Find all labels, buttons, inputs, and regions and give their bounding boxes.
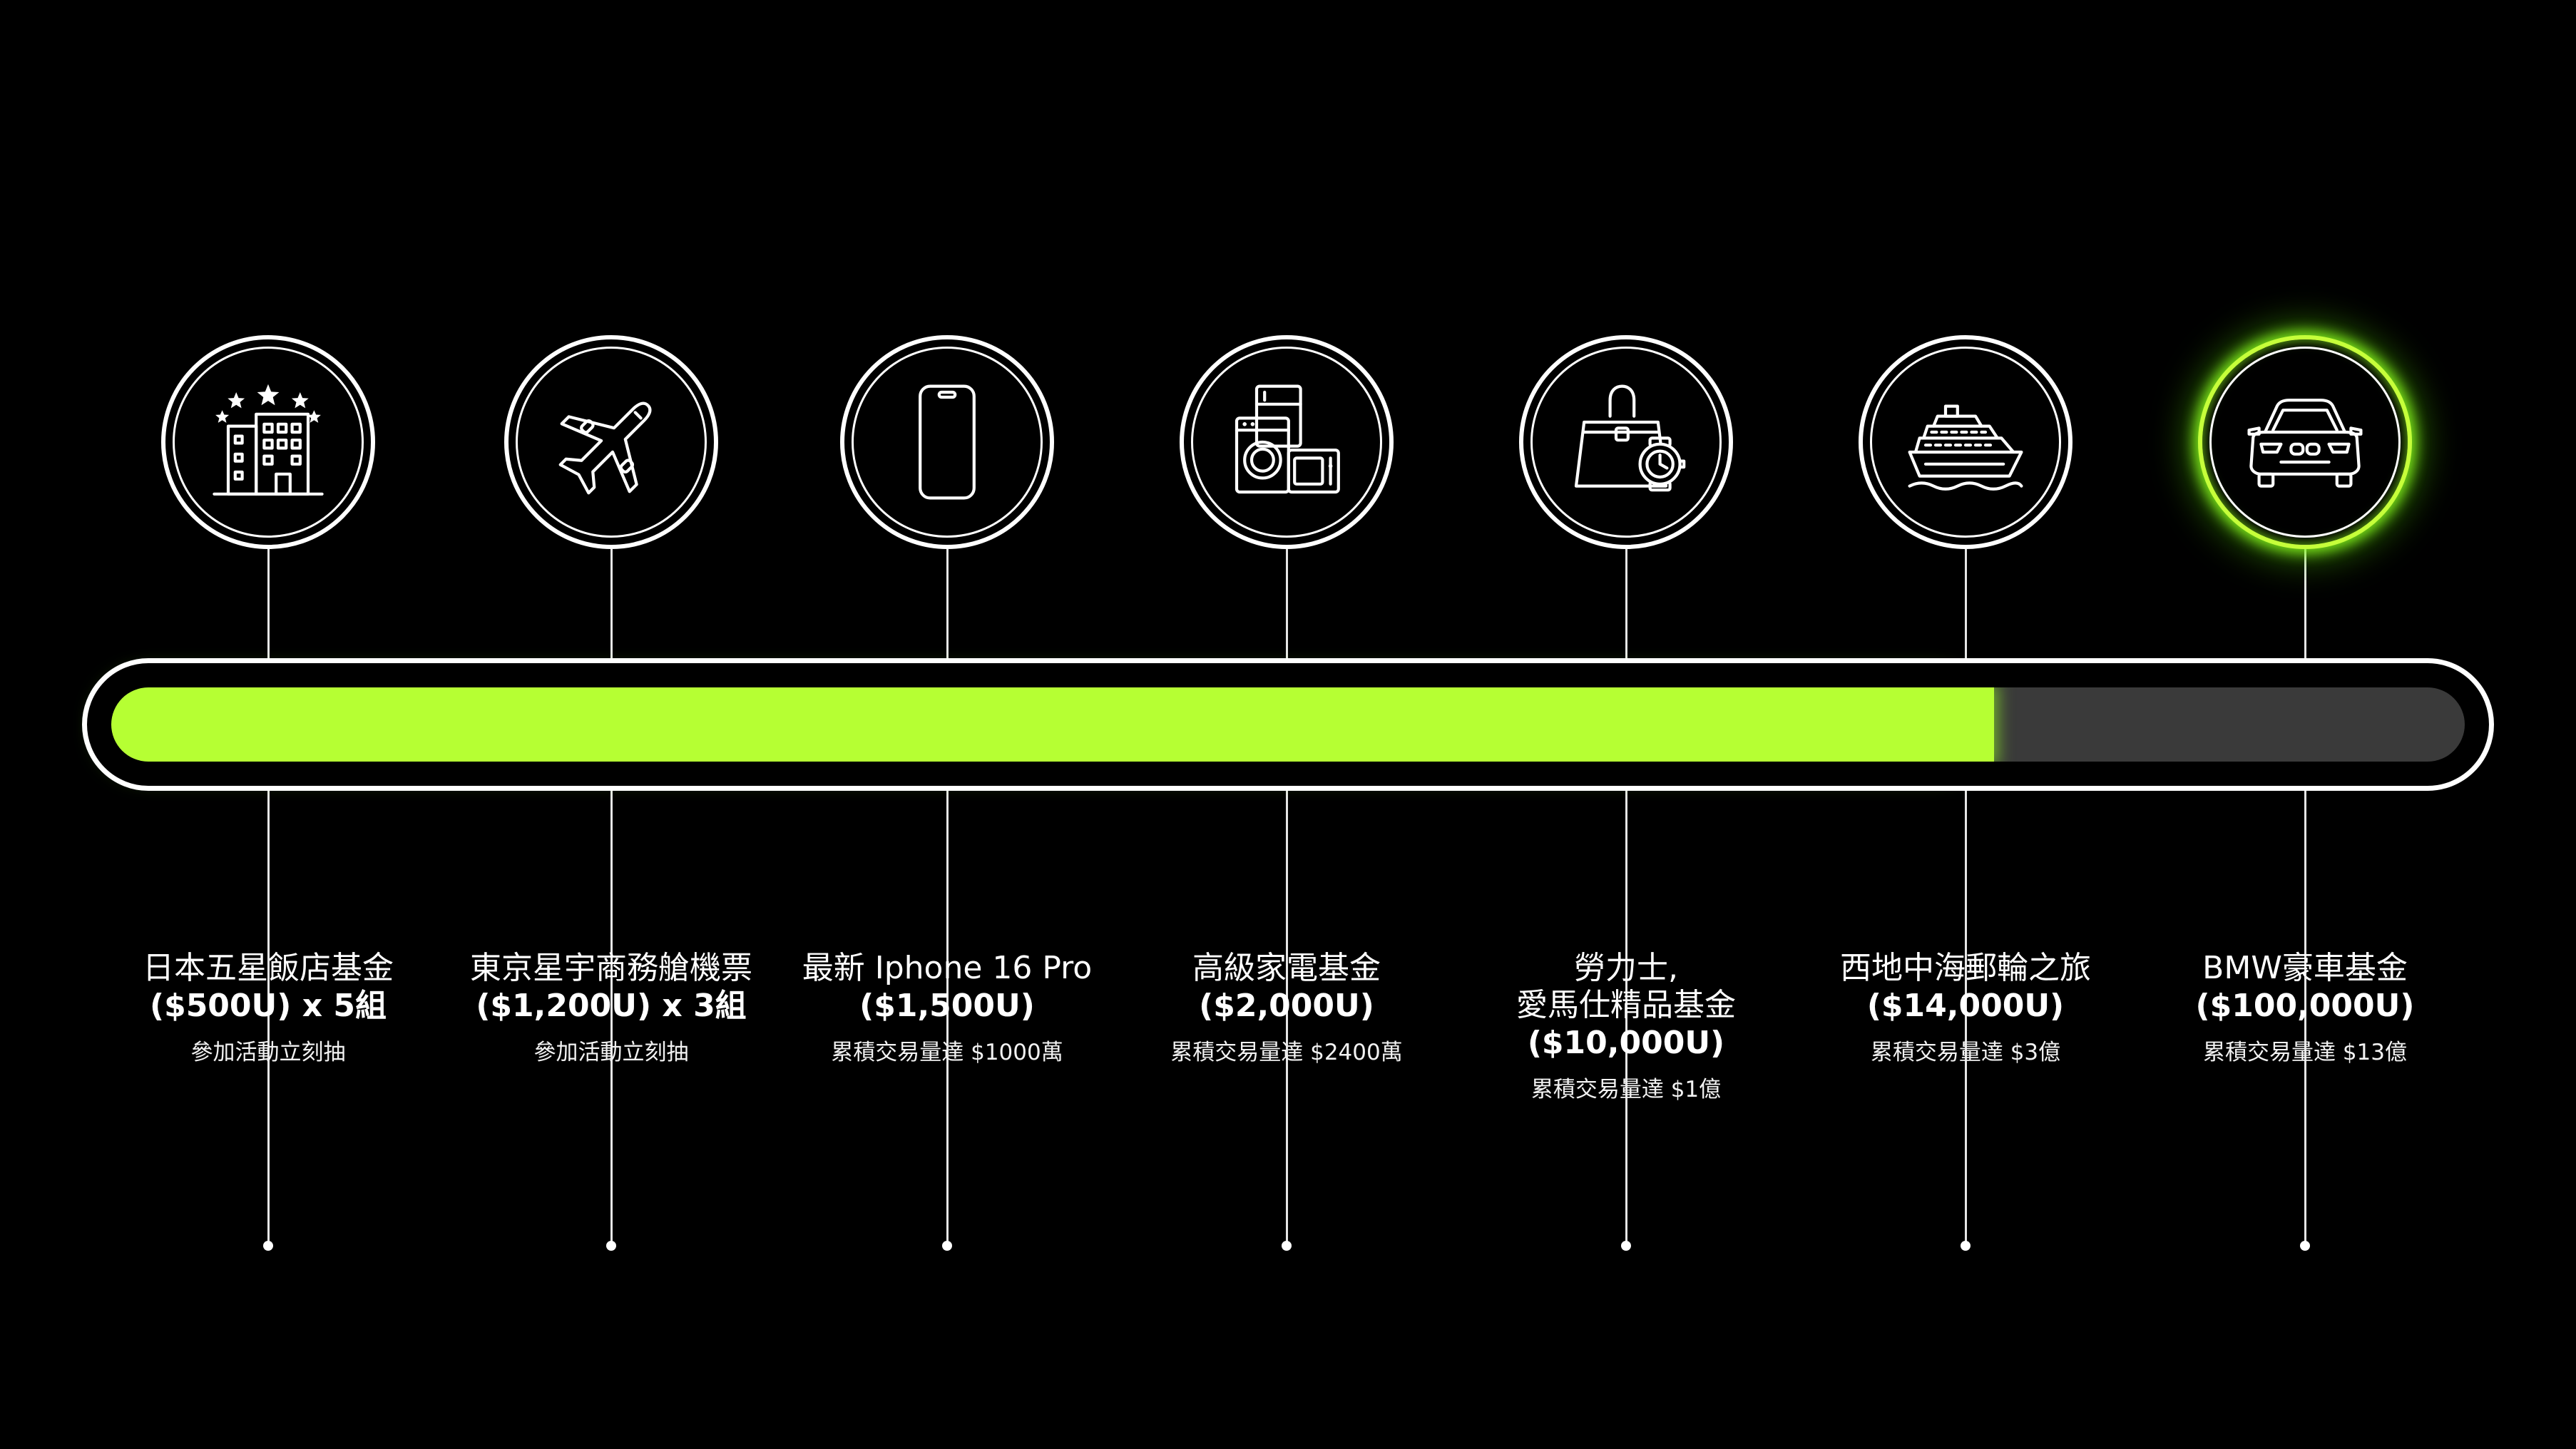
- prize-value: ($100,000U): [2195, 988, 2415, 1024]
- connector-dot: [606, 1241, 616, 1251]
- milestone-car: BMW豪車基金 ($100,000U) 累積交易量達 $13億: [2141, 335, 2469, 1251]
- prize-condition: 累積交易量達 $13億: [2202, 1040, 2408, 1065]
- connector-dot: [2300, 1241, 2310, 1251]
- milestone-phone: 最新 Iphone 16 Pro ($1,500U) 累積交易量達 $1000萬: [783, 335, 1111, 1251]
- progress-fill: [111, 687, 1994, 762]
- hotel-icon: [213, 384, 324, 496]
- milestone-circle: [840, 335, 1054, 549]
- milestone-flight: 東京星宇商務艙機票 ($1,200U) x 3組 參加活動立刻抽: [447, 335, 775, 1251]
- progress-bar: [82, 658, 2494, 791]
- prize-name: BMW豪車基金: [2202, 950, 2408, 986]
- cruise-ship-icon: [1908, 404, 2023, 491]
- prize-value: ($1,500U): [859, 988, 1035, 1024]
- connector-line: [1625, 549, 1627, 1245]
- car-icon: [2247, 399, 2363, 488]
- milestone-label: 最新 Iphone 16 Pro ($1,500U) 累積交易量達 $1000萬: [755, 950, 1140, 1067]
- connector-line: [2304, 549, 2306, 1245]
- prize-name: 高級家電基金: [1192, 950, 1381, 986]
- connector-dot: [263, 1241, 273, 1251]
- connector-line: [1286, 549, 1288, 1245]
- milestone-circle: [161, 335, 375, 549]
- appliances-icon: [1235, 384, 1340, 494]
- prize-value: ($14,000U): [1866, 988, 2065, 1024]
- milestone-label: 西地中海郵輪之旅 ($14,000U) 累積交易量達 $3億: [1773, 950, 2158, 1067]
- milestone-luxury: 勞力士, 愛馬仕精品基金 ($10,000U) 累積交易量達 $1億: [1462, 335, 1790, 1251]
- prize-name: 東京星宇商務艙機票: [470, 950, 752, 986]
- milestone-appliances: 高級家電基金 ($2,000U) 累積交易量達 $2400萬: [1123, 335, 1451, 1251]
- prize-value: ($500U) x 5組: [149, 988, 387, 1024]
- prize-name: 勞力士, 愛馬仕精品基金: [1516, 950, 1736, 1023]
- prize-name: 日本五星飯店基金: [143, 950, 394, 986]
- milestone-label: 勞力士, 愛馬仕精品基金 ($10,000U) 累積交易量達 $1億: [1433, 950, 1819, 1104]
- prize-name: 最新 Iphone 16 Pro: [802, 950, 1093, 986]
- prize-value: ($10,000U): [1527, 1025, 1725, 1061]
- smartphone-icon: [919, 384, 976, 500]
- prize-value: ($2,000U): [1199, 988, 1374, 1024]
- milestone-label: 日本五星飯店基金 ($500U) x 5組 參加活動立刻抽: [76, 950, 461, 1067]
- prize-name: 西地中海郵輪之旅: [1840, 950, 2091, 986]
- milestone-label: 高級家電基金 ($2,000U) 累積交易量達 $2400萬: [1094, 950, 1479, 1067]
- milestone-circle: [1859, 335, 2072, 549]
- milestone-hotel: 日本五星飯店基金 ($500U) x 5組 參加活動立刻抽: [104, 335, 432, 1251]
- connector-dot: [1961, 1241, 1971, 1251]
- handbag-watch-icon: [1574, 384, 1686, 492]
- connector-line: [610, 549, 613, 1245]
- prize-condition: 累積交易量達 $2400萬: [1170, 1040, 1403, 1065]
- connector-dot: [942, 1241, 952, 1251]
- milestone-cruise: 西地中海郵輪之旅 ($14,000U) 累積交易量達 $3億: [1801, 335, 2130, 1251]
- progress-track: [111, 687, 2465, 762]
- prize-condition: 參加活動立刻抽: [190, 1040, 346, 1065]
- milestone-circle: [504, 335, 718, 549]
- connector-line: [1965, 549, 1967, 1245]
- airplane-icon: [558, 401, 652, 495]
- milestone-label: BMW豪車基金 ($100,000U) 累積交易量達 $13億: [2112, 950, 2498, 1067]
- milestone-circle: [1519, 335, 1733, 549]
- milestone-label: 東京星宇商務艙機票 ($1,200U) x 3組 參加活動立刻抽: [419, 950, 804, 1067]
- prize-condition: 累積交易量達 $1億: [1530, 1077, 1722, 1102]
- milestone-circle-active: [2198, 335, 2412, 549]
- prize-condition: 累積交易量達 $1000萬: [831, 1040, 1063, 1065]
- connector-line: [946, 549, 949, 1245]
- prize-condition: 參加活動立刻抽: [533, 1040, 689, 1065]
- milestone-circle: [1180, 335, 1394, 549]
- connector-line: [267, 549, 270, 1245]
- connector-dot: [1621, 1241, 1631, 1251]
- prize-condition: 累積交易量達 $3億: [1870, 1040, 2061, 1065]
- prize-value: ($1,200U) x 3組: [476, 988, 747, 1024]
- connector-dot: [1282, 1241, 1292, 1251]
